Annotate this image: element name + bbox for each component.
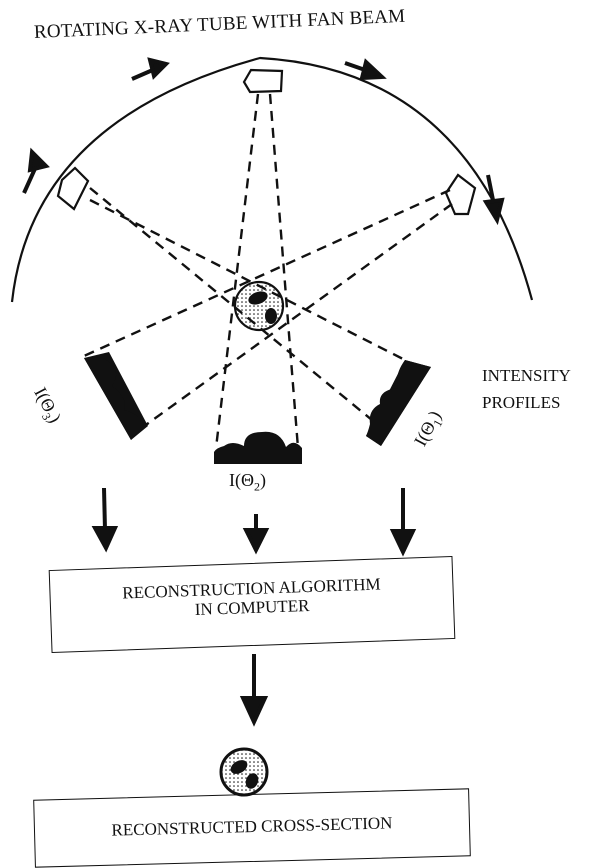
reconstruction-algorithm-box: RECONSTRUCTION ALGORITHM IN COMPUTER [48,555,456,654]
profile-label-theta2: I(Θ2) [229,470,266,494]
x-ray-tubes [56,68,477,216]
reconstructed-image [219,747,269,797]
scanned-object [233,280,285,332]
rotation-arrows [22,57,505,226]
intensity-profile-theta3 [84,352,148,440]
reconstructed-cross-section-box: RECONSTRUCTED CROSS-SECTION [33,788,471,868]
intensity-profile-theta2 [214,431,302,464]
intensity-profiles-label: INTENSITY PROFILES [482,362,571,416]
x-ray-tube-top [242,68,284,94]
fan-beams [83,93,453,449]
intensity-label-line-1: INTENSITY [482,366,571,385]
x-ray-tube-right [444,173,477,216]
profile-arrows [91,487,417,557]
arrow-down-left [102,487,107,531]
intensity-label-line-2: PROFILES [482,393,561,412]
x-ray-tube-left [56,166,90,211]
reconstructed-cross-section-text: RECONSTRUCTED CROSS-SECTION [111,813,393,840]
intensity-profile-theta1 [366,360,431,446]
reconstruction-algorithm-text: RECONSTRUCTION ALGORITHM IN COMPUTER [50,572,453,624]
output-arrow [239,654,269,727]
rotation-arc [10,56,534,303]
